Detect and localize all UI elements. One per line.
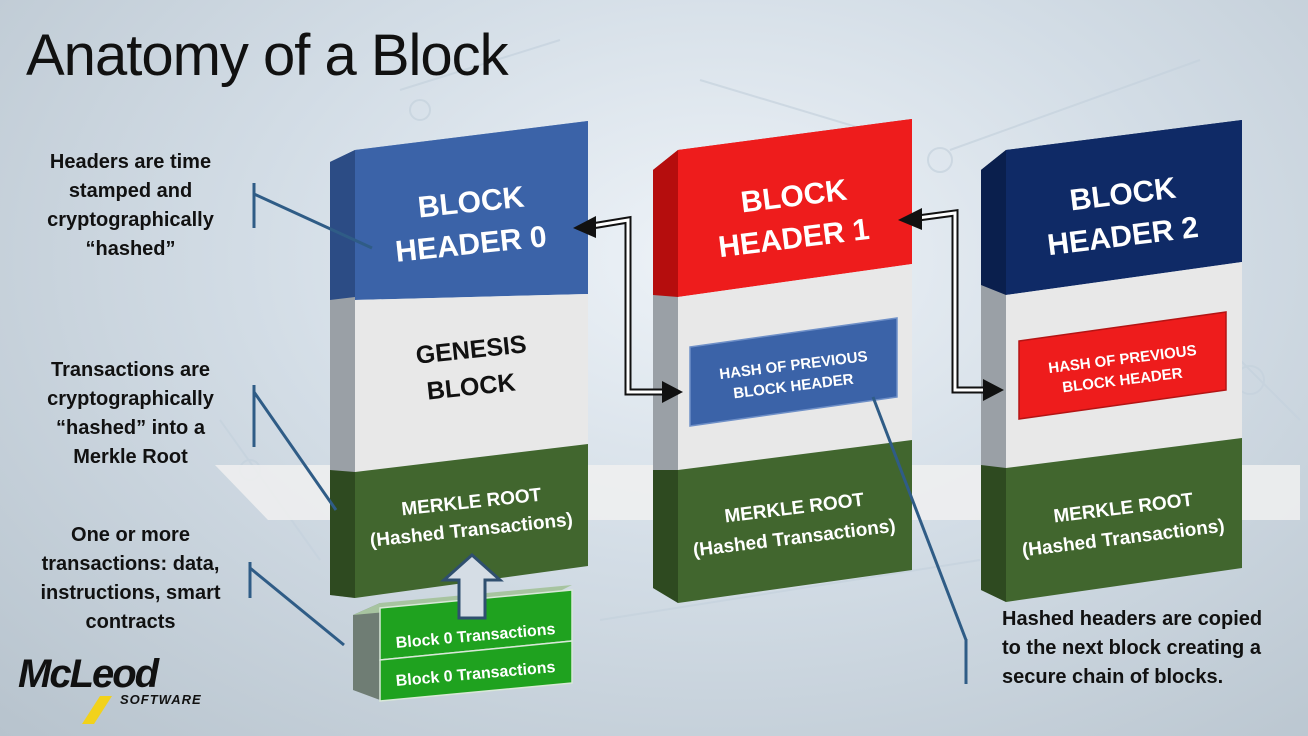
block-2-header-side [981, 150, 1006, 295]
arrowhead-left [573, 216, 596, 238]
note-txn-types: One or more transactions: data, instruct… [40, 524, 221, 633]
page-title: Anatomy of a Block [26, 23, 509, 88]
note-headers: Headers are time stamped and cryptograph… [47, 151, 214, 260]
connector-1-to-0 [573, 215, 683, 403]
block-1-header-side [653, 150, 678, 297]
block-1-merkle-side [653, 470, 678, 603]
block-2: BLOCK HEADER 2 HASH OF PREVIOUS BLOCK HE… [981, 120, 1242, 602]
block-1-merkle [678, 440, 912, 603]
block-1: BLOCK HEADER 1 HASH OF PREVIOUS BLOCK HE… [653, 119, 912, 603]
block-2-header [1006, 120, 1242, 295]
mcleod-logo: McLeod SOFTWARE [18, 652, 228, 724]
block-0-merkle [355, 444, 588, 598]
block-1-header [678, 119, 912, 297]
block-0-body [355, 294, 588, 472]
block-2-hash-box [1018, 311, 1227, 420]
txn-row-1 [379, 640, 573, 702]
block-0-merkle-side [330, 470, 355, 598]
block-2-merkle [1006, 438, 1242, 602]
logo-main-text: McLeod [18, 652, 159, 696]
up-arrow-icon [440, 552, 504, 620]
note-hashed-headers: Hashed headers are copied to the next bl… [1002, 608, 1263, 688]
block-2-merkle-side [981, 465, 1006, 602]
arrowhead-left [898, 208, 922, 230]
block-1-hash-box [689, 317, 898, 427]
logo-sub-text: SOFTWARE [120, 692, 202, 707]
arrowhead-right [983, 379, 1004, 401]
connector-2-to-1 [898, 208, 1004, 401]
note-transactions: Transactions are cryptographically “hash… [47, 359, 214, 468]
txn-side [353, 603, 380, 700]
block-0-header-side [330, 150, 355, 300]
logo-swoosh-icon [82, 696, 112, 724]
arrowhead-right [662, 381, 683, 403]
callout-lines [248, 183, 968, 684]
block-0: BLOCK HEADER 0 GENESIS BLOCK MERKLE ROOT… [330, 121, 588, 598]
block-0-header [355, 121, 588, 300]
